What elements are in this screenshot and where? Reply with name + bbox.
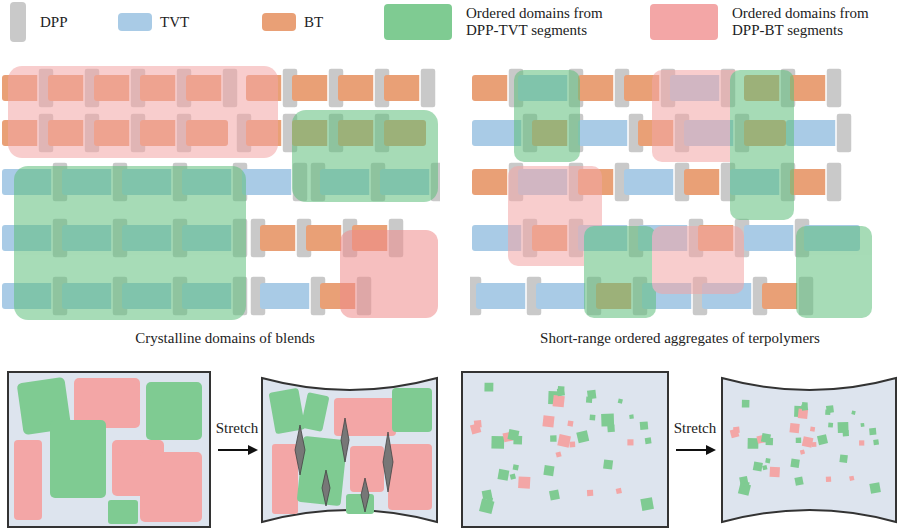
film — [462, 372, 668, 527]
legend-swatch — [262, 13, 296, 31]
crystalline-domains — [14, 377, 202, 524]
legend-swatch — [118, 13, 152, 31]
legend-text: DPP — [40, 14, 100, 31]
legend-text: BT — [304, 14, 354, 31]
legend-text: Ordered domains from DPP-TVT segments — [466, 5, 631, 39]
legend-text: Ordered domains from DPP-BT segments — [732, 5, 897, 39]
stretch-arrow — [676, 449, 714, 451]
legend-swatch — [650, 4, 718, 40]
caption: Short-range ordered aggregates of terpol… — [540, 330, 820, 347]
stretched-film — [722, 378, 896, 522]
stretch-label: Stretch — [216, 420, 259, 437]
aggregates — [470, 383, 654, 514]
ordered-domains — [8, 66, 872, 320]
stretch-label: Stretch — [674, 420, 717, 437]
stretched-film — [262, 378, 437, 522]
broken-domains — [269, 388, 432, 514]
legend-text: TVT — [160, 14, 220, 31]
caption: Crystalline domains of blends — [135, 330, 315, 347]
legend-swatch — [10, 2, 26, 42]
film — [8, 372, 210, 527]
aggregates — [730, 400, 881, 496]
cracks — [295, 418, 393, 512]
stretch-arrow — [218, 449, 256, 451]
legend-swatch — [384, 4, 452, 40]
